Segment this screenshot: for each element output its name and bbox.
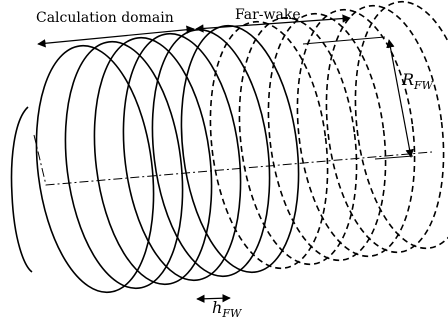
radius-symbol: R xyxy=(401,70,414,89)
calculation-domain-helix-loop xyxy=(93,36,213,286)
helical-vortex-wake xyxy=(10,0,448,294)
calculation-domain-arrow xyxy=(37,25,195,48)
far-wake-helix-loop xyxy=(325,4,445,254)
rotor-axis-line xyxy=(33,134,433,186)
radius-subscript: FW xyxy=(413,79,435,92)
calculation-domain-helix-loop xyxy=(64,40,184,290)
far-wake-helix-loop xyxy=(267,12,387,262)
calculation-domain-helix-loop xyxy=(151,28,271,278)
radius-dimension-arrow xyxy=(386,39,414,158)
calculation-domain-helix-loop xyxy=(180,24,300,274)
far-wake-helix-loop xyxy=(354,0,448,250)
radius-extension-top xyxy=(302,36,386,45)
far-wake-helix-loop xyxy=(238,16,358,266)
pitch-subscript: FW xyxy=(221,307,243,320)
far-wake-label: Far-wake xyxy=(235,7,301,23)
helix-start-arc xyxy=(10,106,33,273)
far-wake-helix-loop xyxy=(209,20,329,270)
calculation-domain-label: Calculation domain xyxy=(36,10,174,26)
radius-label: RFW xyxy=(401,70,435,92)
pitch-dimension-arrow xyxy=(196,294,231,303)
pitch-label: hFW xyxy=(212,298,243,320)
calculation-domain-helix-loop xyxy=(122,32,242,282)
far-wake-arrow xyxy=(195,14,351,33)
pitch-symbol: h xyxy=(212,298,222,317)
calculation-domain-helix-loop xyxy=(35,44,155,294)
